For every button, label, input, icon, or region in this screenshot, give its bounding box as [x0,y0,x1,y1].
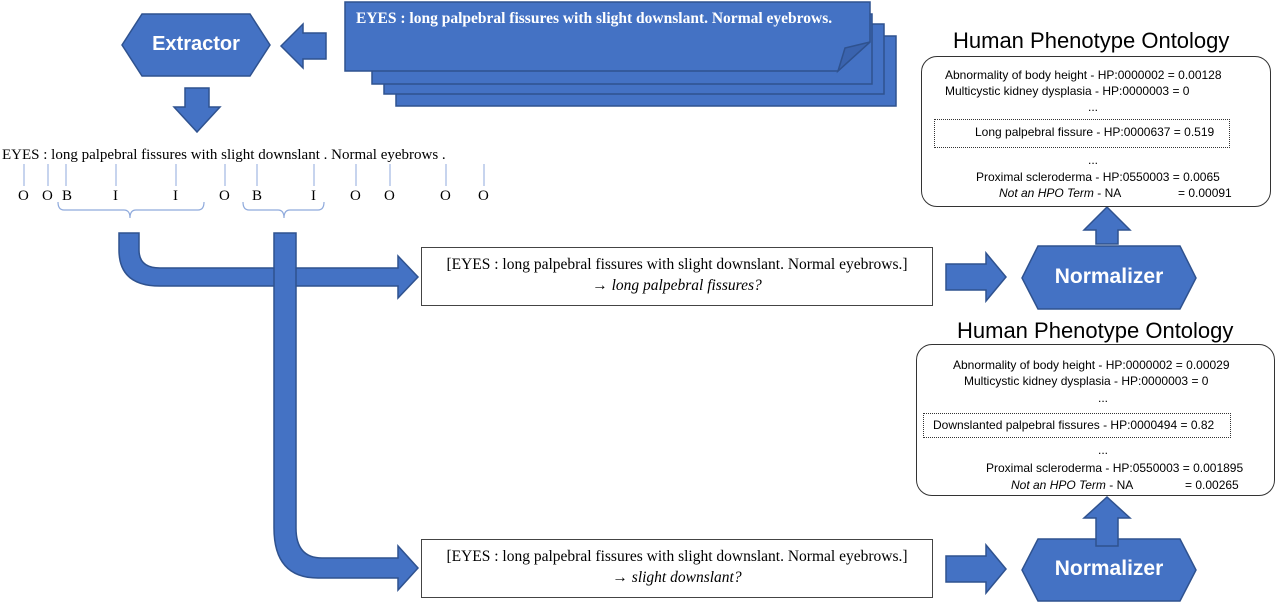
na-suffix: - NA [1097,186,1122,200]
hpo-entry-highlighted: Downslanted palpebral fissures - HP:0000… [933,418,1215,432]
query-context: [EYES : long palpebral fissures with sli… [446,256,908,273]
bio-tag: O [18,188,29,204]
na-label: Not an HPO Term [1011,478,1106,492]
hpo-entry: Abnormality of body height - HP:0000002 … [953,358,1230,372]
normalizer-to-hpo-arrow-1 [1082,205,1132,245]
hpo-na-entry: Not an HPO Term - NA [999,186,1121,200]
hpo-ellipsis: ... [1098,443,1109,457]
document-to-extractor-arrow [279,22,327,70]
bio-tag: B [62,188,73,204]
extractor-label: Extractor [152,33,240,55]
na-value: = 0.00091 [1178,186,1232,200]
query-to-normalizer-arrow-1 [945,250,1007,304]
hpo-entry-highlighted: Long palpebral fissure - HP:0000637 = 0.… [975,125,1215,139]
hpo-entry: Multicystic kidney dysplasia - HP:000000… [964,374,1209,388]
hpo-na-entry: Not an HPO Term - NA [1011,478,1133,492]
normalizer-label-1: Normalizer [1054,265,1164,288]
bio-tag: O [350,188,361,204]
arrow-symbol: → [592,277,608,294]
na-suffix: - NA [1109,478,1134,492]
hpo-entry: Proximal scleroderma - HP:0550003 = 0.00… [986,461,1244,475]
bio-tag: O [219,188,230,204]
normalizer-label-2: Normalizer [1054,557,1164,580]
query-question: slight downslant? [631,569,742,586]
token-tick-lines [23,164,485,186]
hpo-title-2: Human Phenotype Ontology [957,318,1234,343]
span-brace-1 [57,201,205,219]
na-value: = 0.00265 [1185,478,1239,492]
hpo-ellipsis: ... [1098,391,1109,405]
bio-tag: O [42,188,53,204]
arrow-symbol: → [612,569,628,586]
hpo-entry: Proximal scleroderma - HP:0550003 = 0.00… [976,170,1220,184]
bio-tag: O [440,188,451,204]
document-text: EYES : long palpebral fissures with slig… [356,10,833,27]
bio-tag: O [478,188,489,204]
hpo-panel-2: Abnormality of body height - HP:0000002 … [916,344,1275,496]
hpo-highlight-box [934,119,1230,148]
query-context: [EYES : long palpebral fissures with sli… [446,548,908,565]
query-box-1: [EYES : long palpebral fissures with sli… [421,247,933,306]
tokenized-sentence: EYES : long palpebral fissures with slig… [2,147,446,163]
hpo-ellipsis: ... [1088,153,1099,167]
bio-tag: I [113,188,118,204]
bio-tag: I [311,188,316,204]
query-question: long palpebral fissures? [611,277,762,294]
hpo-entry: Abnormality of body height - HP:0000002 … [945,68,1222,82]
hpo-title-1: Human Phenotype Ontology [953,28,1230,53]
na-label: Not an HPO Term [999,186,1094,200]
flow-arrow-2 [273,232,420,592]
hpo-panel-1: Abnormality of body height - HP:0000002 … [921,56,1271,207]
bio-tag: B [252,188,263,204]
span-brace-2 [242,201,325,219]
hpo-highlight-box [923,413,1231,438]
extractor-hexagon [121,13,271,77]
bio-tag: O [384,188,395,204]
query-to-normalizer-arrow-2 [945,542,1007,596]
normalizer-to-hpo-arrow-2 [1082,495,1132,547]
hpo-ellipsis: ... [1088,100,1099,114]
document-page-fold [836,41,871,74]
hpo-entry: Multicystic kidney dysplasia - HP:000000… [945,84,1190,98]
extractor-down-arrow [172,87,222,134]
normalizer-hexagon-1 [1021,245,1197,310]
flow-arrow-1 [118,232,420,300]
normalizer-hexagon-2 [1021,538,1197,602]
bio-tag: I [173,188,178,204]
query-box-2: [EYES : long palpebral fissures with sli… [421,539,933,598]
